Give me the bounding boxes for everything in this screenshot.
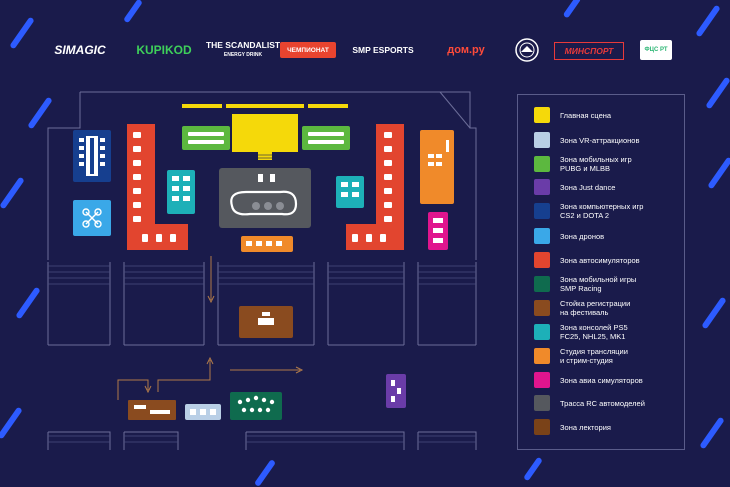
legend-item: Зона Just dance	[534, 179, 682, 195]
sponsor-minsport: МИНСПОРТ	[554, 42, 624, 60]
legend-item: Зона VR-аттракционов	[534, 132, 682, 148]
legend-swatch	[534, 372, 550, 388]
legend-item: Главная сцена	[534, 107, 682, 123]
zone-mobile-pubg-mlbb[interactable]	[182, 126, 350, 150]
legend-label: Зона лектория	[560, 422, 611, 432]
sponsor-emblem	[512, 36, 542, 64]
zone-vr-attractions[interactable]	[185, 404, 221, 420]
legend-item: Студия трансляции и стрим-студия	[534, 347, 682, 365]
legend-label: Зона авиа симуляторов	[560, 375, 643, 385]
legend: Главная сцена Зона VR-аттракционов Зона …	[517, 94, 685, 450]
legend-label: Зона мобильной игры SMP Racing	[560, 275, 637, 293]
zone-ps5-consoles[interactable]	[167, 170, 364, 214]
legend-swatch	[534, 324, 550, 340]
legend-swatch	[534, 276, 550, 292]
zone-auto-simulators[interactable]	[127, 124, 404, 250]
sponsor-championat: ЧЕМПИОНАТ	[280, 42, 336, 58]
zone-rc-track[interactable]	[219, 168, 311, 228]
legend-item: Зона мобильной игры SMP Racing	[534, 275, 682, 293]
legend-swatch	[534, 203, 550, 219]
legend-label: Зона VR-аттракционов	[560, 135, 640, 145]
legend-swatch	[534, 252, 550, 268]
zone-aviation-simulators[interactable]	[428, 212, 448, 250]
legend-swatch	[534, 395, 550, 411]
legend-label: Зона консолей PS5 FC25, NHL25, MK1	[560, 323, 628, 341]
legend-item: Стойка регистрации на фестиваль	[534, 299, 682, 317]
zone-main-stage[interactable]	[182, 104, 348, 160]
legend-swatch	[534, 228, 550, 244]
legend-label: Зона компьютерных игр CS2 и DOTA 2	[560, 202, 644, 220]
legend-swatch	[534, 179, 550, 195]
legend-item: Зона консолей PS5 FC25, NHL25, MK1	[534, 323, 682, 341]
zone-smp-racing[interactable]	[230, 392, 282, 420]
legend-label: Зона автосимуляторов	[560, 255, 640, 265]
emblem-icon	[515, 38, 539, 62]
legend-item: Зона компьютерных игр CS2 и DOTA 2	[534, 202, 682, 220]
legend-item: Зона автосимуляторов	[534, 252, 682, 268]
legend-label: Зона дронов	[560, 231, 605, 241]
legend-swatch	[534, 132, 550, 148]
legend-item: Трасса RC автомоделей	[534, 395, 682, 411]
legend-swatch	[534, 419, 550, 435]
legend-label: Зона мобильных игр PUBG и MLBB	[560, 155, 632, 173]
legend-label: Трасса RC автомоделей	[560, 398, 645, 408]
legend-swatch	[534, 348, 550, 364]
zone-just-dance[interactable]	[386, 374, 406, 408]
sponsor-bar: SIMAGIC KUPIKOD THE SCANDALIST ENERGY DR…	[40, 36, 700, 64]
legend-item: Зона дронов	[534, 228, 682, 244]
sponsor-scandalist: THE SCANDALIST ENERGY DRINK	[205, 40, 281, 58]
zone-registration[interactable]	[128, 306, 293, 420]
route-arrows	[117, 256, 304, 400]
legend-item: Зона мобильных игр PUBG и MLBB	[534, 155, 682, 173]
sponsor-simagic: SIMAGIC	[54, 43, 106, 57]
sponsor-fcs: ФЦС РТ	[640, 40, 672, 60]
legend-label: Студия трансляции и стрим-студия	[560, 347, 628, 365]
legend-label: Стойка регистрации на фестиваль	[560, 299, 631, 317]
legend-item: Зона авиа симуляторов	[534, 372, 682, 388]
sponsor-domru: дом.ру	[447, 44, 485, 56]
legend-swatch	[534, 300, 550, 316]
zone-pc-cs2-dota2[interactable]	[73, 130, 111, 182]
legend-swatch	[534, 107, 550, 123]
legend-swatch	[534, 156, 550, 172]
legend-item: Зона лектория	[534, 419, 682, 435]
legend-label: Главная сцена	[560, 110, 612, 120]
zone-drones[interactable]	[73, 200, 111, 236]
sponsor-kupikod: KUPIKOD	[136, 43, 192, 57]
sponsor-smp-esports: SMP ESPORTS	[352, 45, 414, 55]
zone-stream-studio[interactable]	[241, 130, 454, 252]
legend-label: Зона Just dance	[560, 182, 616, 192]
